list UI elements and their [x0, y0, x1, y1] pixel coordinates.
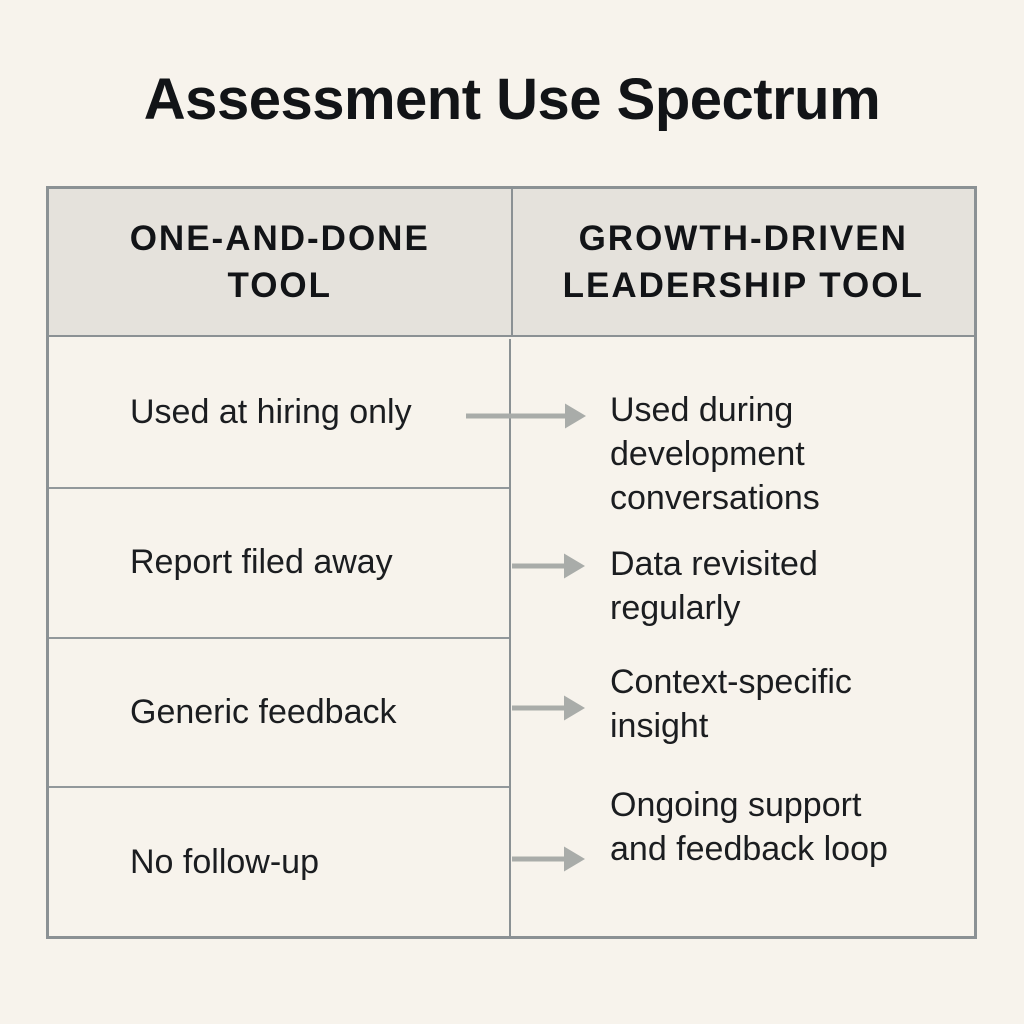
right-item-used-during-development-conversations: Used during development conversations	[610, 391, 820, 517]
header-growth-driven-leadership-tool: GROWTH-DRIVEN LEADERSHIP TOOL	[562, 219, 924, 305]
right-item-ongoing-support-feedback-loop: Ongoing support and feedback loop	[610, 786, 888, 868]
left-column: Used at hiring only Report filed away Ge…	[49, 339, 511, 936]
right-item-data-revisited-regularly: Data revisited regularly	[610, 545, 818, 627]
header-one-and-done-tool: ONE-AND-DONE TOOL	[49, 189, 513, 335]
table-header-row: ONE-AND-DONE TOOL GROWTH-DRIVEN LEADERSH…	[49, 189, 974, 337]
left-item-report-filed-away: Report filed away	[49, 489, 509, 639]
comparison-table: ONE-AND-DONE TOOL GROWTH-DRIVEN LEADERSH…	[46, 186, 977, 939]
left-item-used-at-hiring-only: Used at hiring only	[49, 339, 509, 489]
page-title: Assessment Use Spectrum	[143, 67, 881, 132]
right-column: Used during development conversations Da…	[511, 339, 974, 936]
right-item-context-specific-insight: Context-specific insight	[610, 663, 852, 745]
table-body: Used at hiring only Report filed away Ge…	[49, 339, 974, 936]
left-item-generic-feedback: Generic feedback	[49, 639, 509, 789]
left-item-no-follow-up: No follow-up	[130, 842, 319, 881]
